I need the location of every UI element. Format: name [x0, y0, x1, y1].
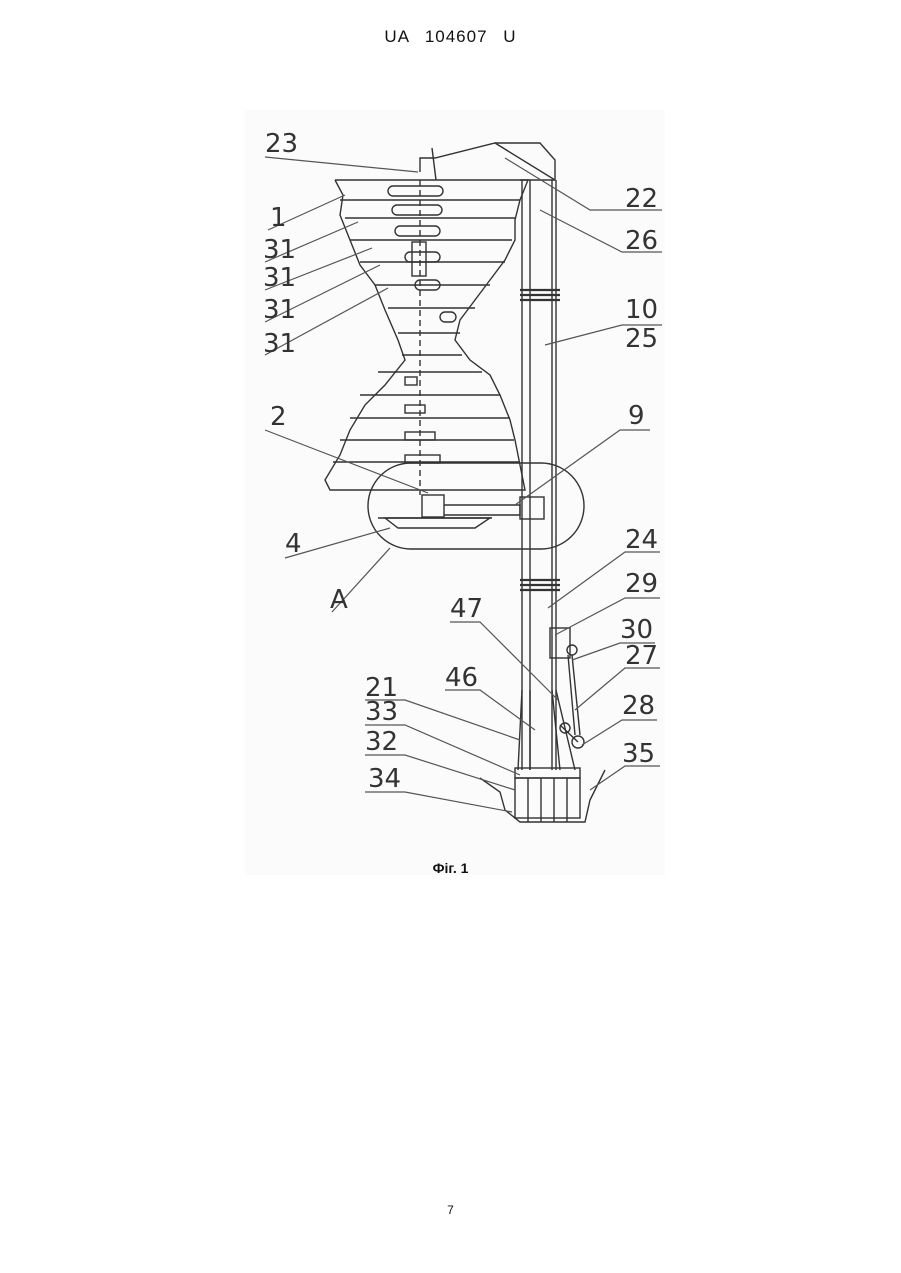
- label-26: 26: [625, 226, 658, 256]
- label-31-c: 31: [263, 295, 296, 325]
- label-35: 35: [622, 739, 655, 769]
- label-28: 28: [622, 691, 655, 721]
- figure-caption: Фіг. 1: [0, 860, 901, 876]
- label-1: 1: [270, 203, 287, 233]
- label-9: 9: [628, 401, 645, 431]
- label-31-b: 31: [263, 263, 296, 293]
- label-27: 27: [625, 641, 658, 671]
- label-24: 24: [625, 525, 658, 555]
- label-23: 23: [265, 129, 298, 159]
- label-46: 46: [445, 663, 478, 693]
- label-29: 29: [625, 569, 658, 599]
- label-4: 4: [285, 529, 302, 559]
- label-47: 47: [450, 594, 483, 624]
- scan-background: [245, 110, 665, 875]
- label-2: 2: [270, 402, 287, 432]
- label-22: 22: [625, 184, 658, 214]
- label-34: 34: [368, 764, 401, 794]
- label-32: 32: [365, 727, 398, 757]
- label-A: A: [330, 585, 348, 615]
- label-25: 25: [625, 324, 658, 354]
- label-31-a: 31: [263, 235, 296, 265]
- label-31-d: 31: [263, 329, 296, 359]
- page-number: 7: [0, 1203, 901, 1217]
- label-33: 33: [365, 697, 398, 727]
- label-10: 10: [625, 295, 658, 325]
